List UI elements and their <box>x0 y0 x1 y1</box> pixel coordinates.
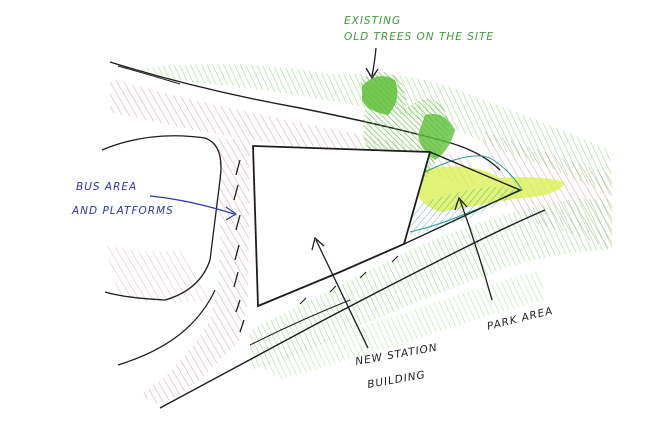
road-edge-top-2 <box>117 65 181 85</box>
trees-label-line2: OLD TREES ON THE SITE <box>344 31 494 43</box>
green-bottom-area <box>260 270 545 380</box>
station-label-line2: BUILDING <box>366 369 426 391</box>
trees-leader-arrow <box>371 47 377 77</box>
park-outline <box>409 155 523 233</box>
road-edge-left <box>101 135 222 301</box>
trees-leader-arrowhead <box>365 67 379 80</box>
road-edge-bottom-2 <box>249 299 351 346</box>
station-edge-marks <box>299 255 399 305</box>
bus-area-band <box>140 138 250 405</box>
tree-canopy-top <box>362 76 398 115</box>
station-building-wedge <box>403 151 522 245</box>
tree-canopy-right <box>418 114 455 160</box>
bus-leader-arrowhead <box>225 206 238 221</box>
bus-leader-arrow <box>149 195 235 215</box>
park-leader-arrow <box>459 199 493 301</box>
road-area-left <box>105 245 210 303</box>
bus-label-line2: AND PLATFORMS <box>71 205 174 217</box>
trees-label-line1: EXISTING <box>344 15 401 27</box>
green-lower-area <box>250 198 612 370</box>
station-leader-arrow <box>315 239 369 349</box>
park-water-area <box>405 186 520 235</box>
station-building-outline <box>252 145 432 308</box>
bus-label-line1: BUS AREA <box>76 181 137 193</box>
bus-platform-marks <box>233 159 245 333</box>
road-edge-bottom <box>159 209 546 409</box>
road-edge-top <box>109 61 501 171</box>
station-leader-arrowhead <box>311 236 325 251</box>
road-edge-left-lower <box>117 289 216 366</box>
park-leader-arrowhead <box>454 196 468 211</box>
